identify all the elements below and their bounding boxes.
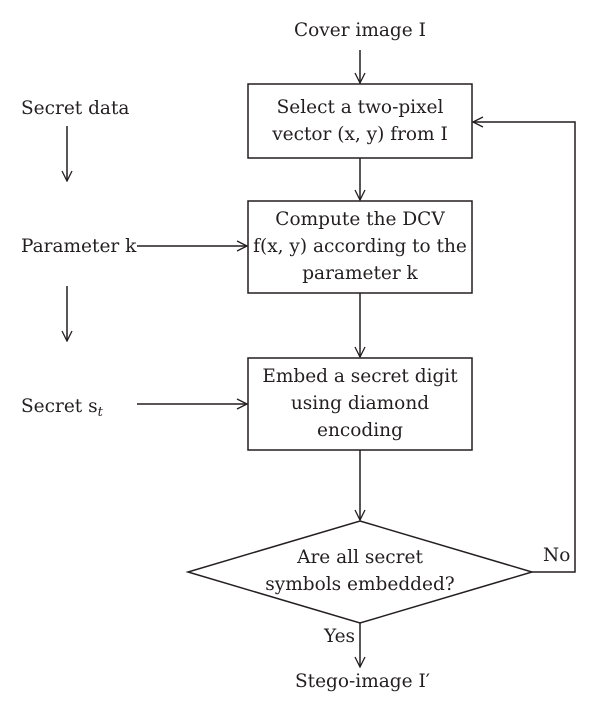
arrow-no-loop [473, 122, 576, 573]
label-no: No [543, 545, 571, 566]
label-parameter-k: Parameter k [21, 236, 137, 257]
label-yes: Yes [324, 626, 356, 647]
label-cover-image: Cover image I [294, 20, 426, 41]
text-decision: Are all secret symbols embedded? [265, 547, 455, 595]
text-embed-digit: Embed a secret digit using diamond encod… [262, 366, 458, 441]
label-stego-image: Stego-image I′ [295, 671, 430, 692]
label-secret-data: Secret data [21, 98, 130, 119]
text-select-vector: Select a two-pixel vector (x, y) from I [272, 97, 448, 145]
label-secret-st: Secret st [21, 396, 103, 420]
text-compute-dcv: Compute the DCV f(x, y) according to the… [253, 209, 467, 284]
